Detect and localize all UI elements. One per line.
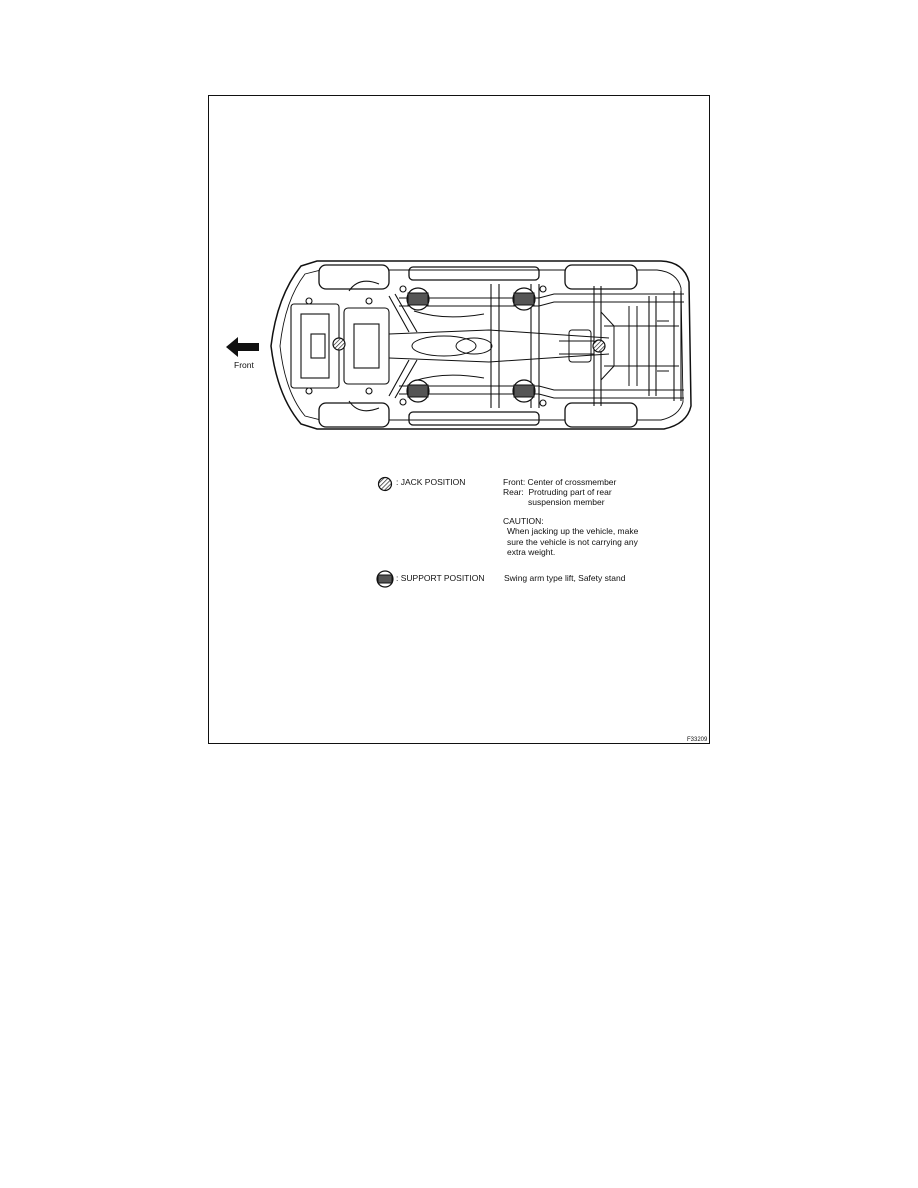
figure-frame: Front : JACK POSITION Front: Center of c…	[208, 95, 710, 744]
frame-rails	[399, 284, 684, 408]
support-position-desc: Swing arm type lift, Safety stand	[504, 573, 626, 583]
jack-position-label: : JACK POSITION	[396, 477, 466, 487]
support-position-label: : SUPPORT POSITION	[396, 573, 485, 583]
front-suspension	[290, 280, 547, 412]
support-position-icon	[376, 570, 394, 588]
rear-suspension	[568, 306, 669, 386]
figure-code: F33209	[687, 737, 708, 743]
front-arrow-icon	[226, 337, 259, 357]
driveline	[388, 310, 610, 382]
jack-rear-note: Rear: Protruding part of rear	[503, 487, 612, 497]
support-markers	[406, 287, 536, 403]
jack-position-icon	[377, 476, 393, 492]
jack-front-note: Front: Center of crossmember	[503, 477, 617, 487]
jack-rear-note-cont: suspension member	[528, 497, 605, 507]
jack-markers	[332, 337, 606, 353]
vehicle-underside-diagram	[270, 260, 692, 430]
caution-text: When jacking up the vehicle, make sure t…	[507, 526, 639, 557]
caution-title: CAUTION:	[503, 516, 544, 526]
vehicle-body-outline	[270, 260, 692, 430]
wheels	[318, 264, 638, 428]
front-label: Front	[234, 360, 254, 370]
